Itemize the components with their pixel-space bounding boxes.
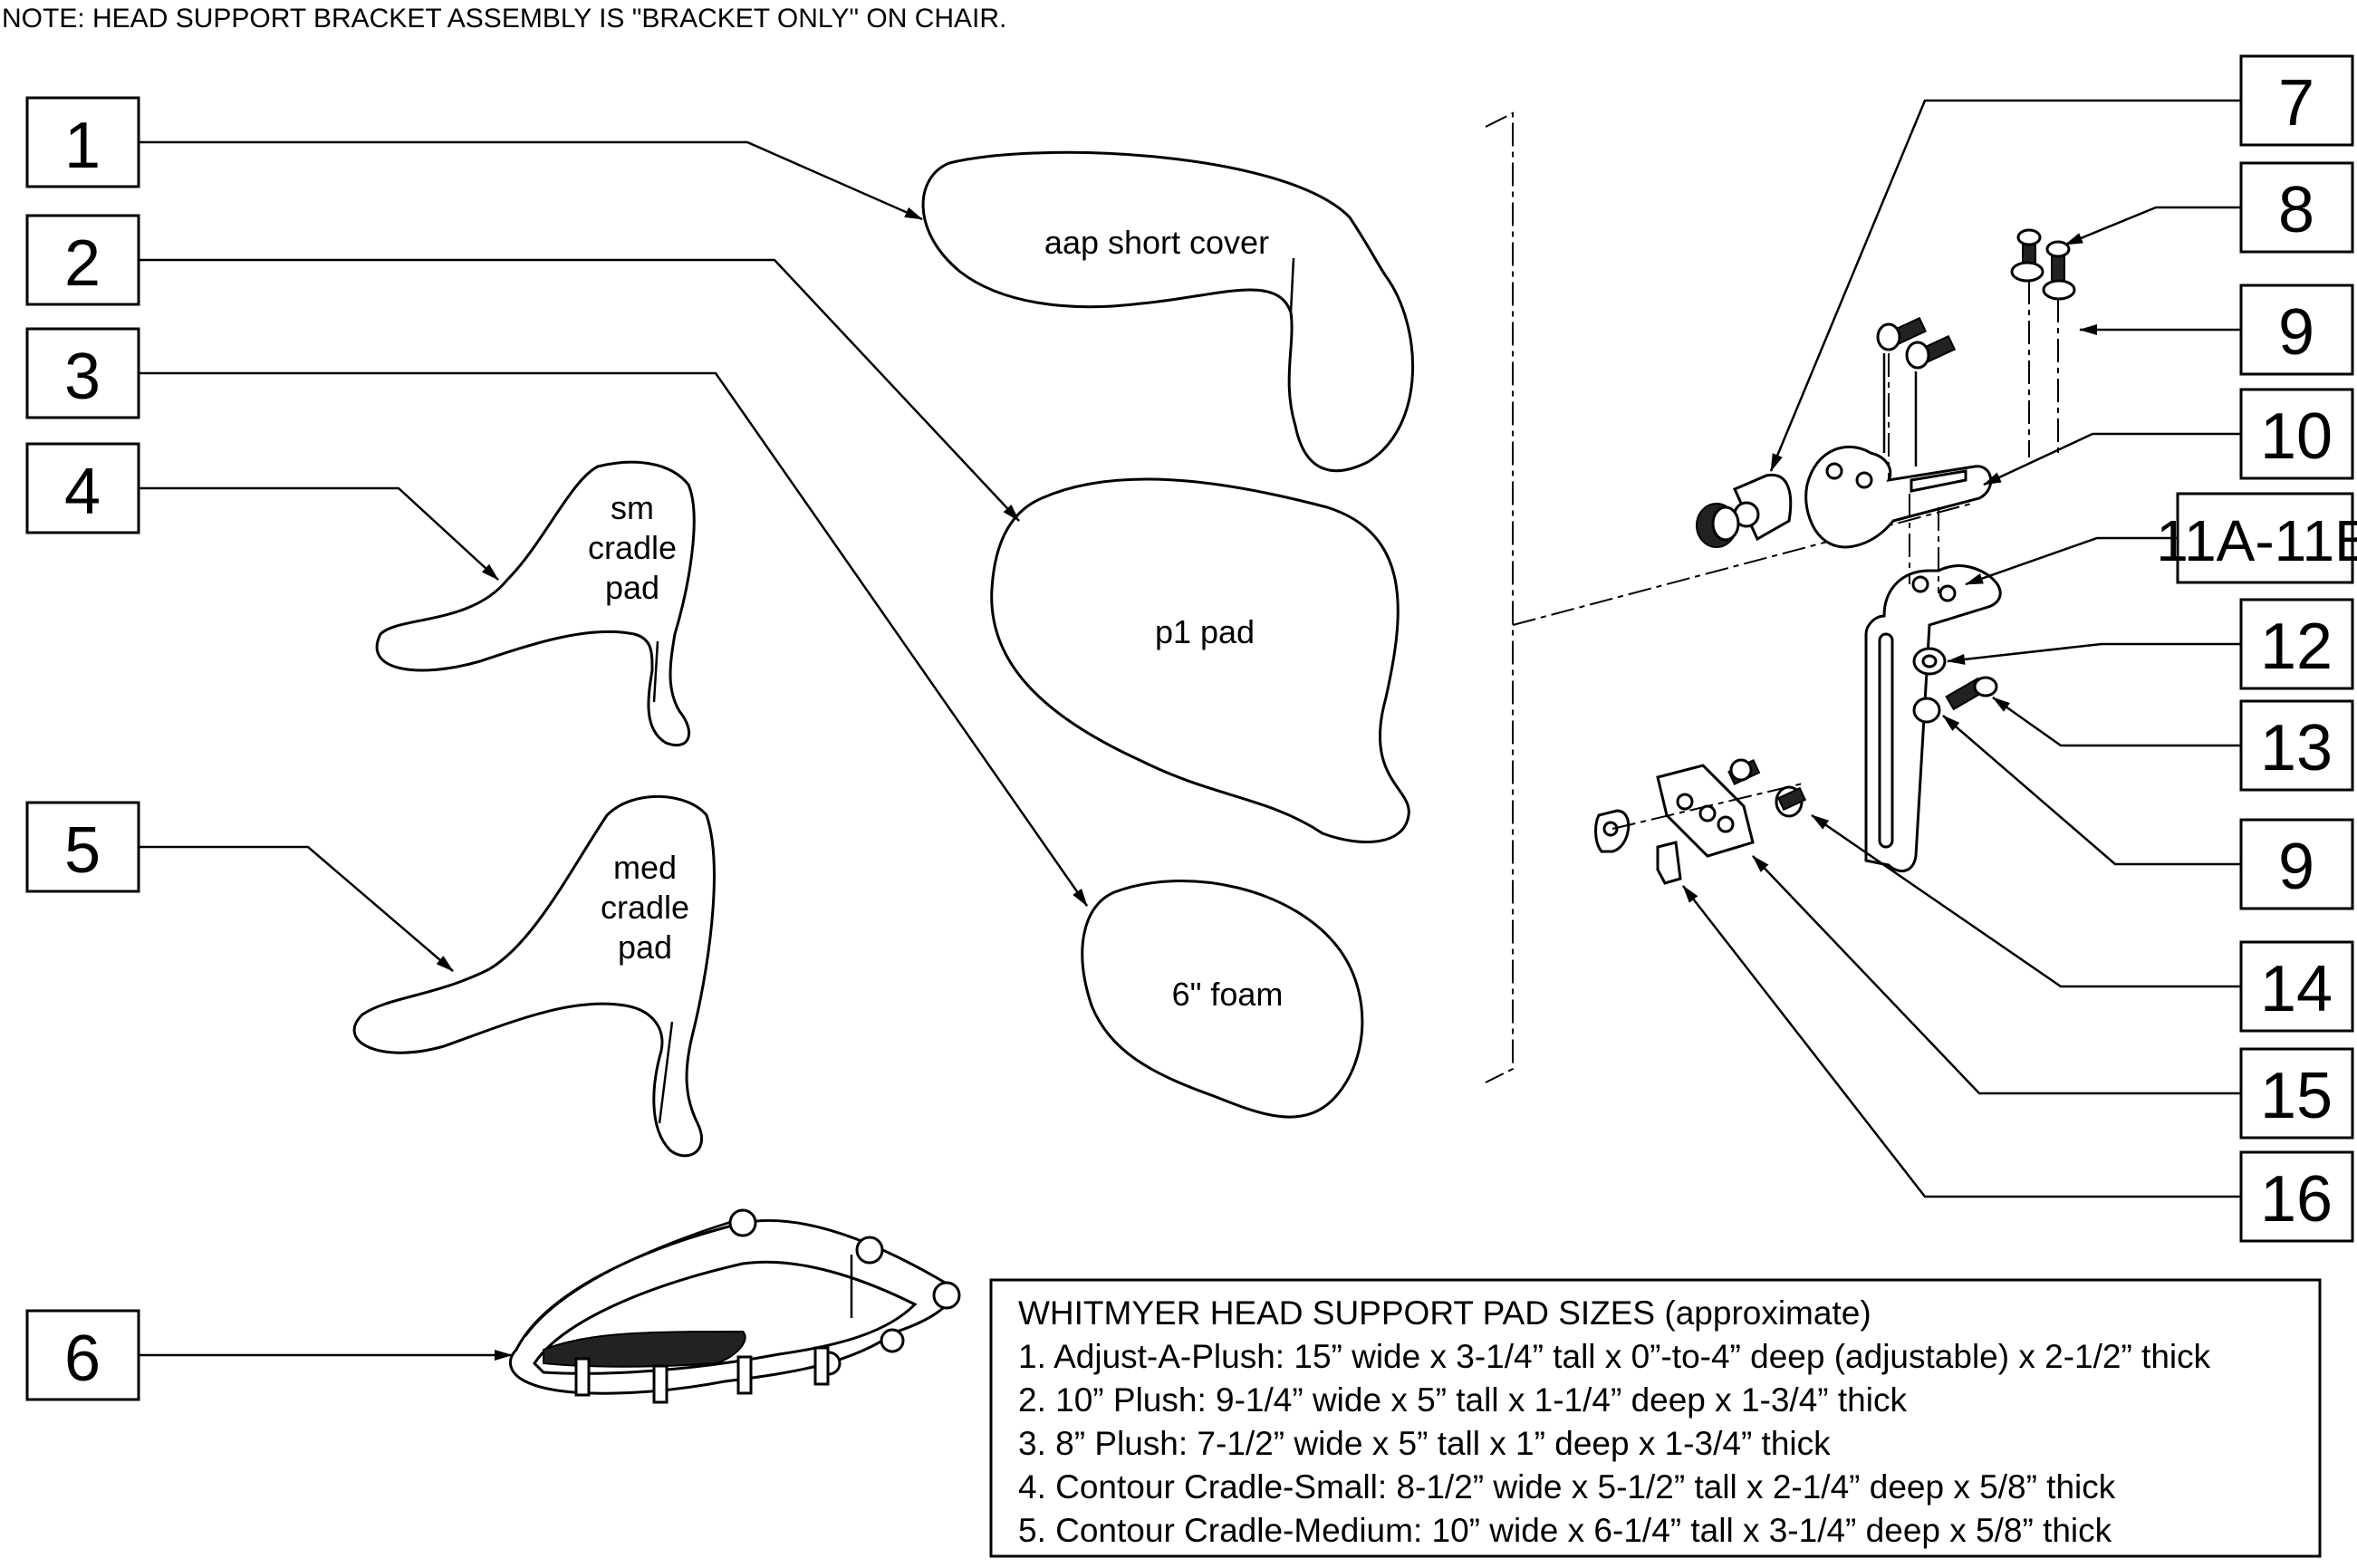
callout-1: 1	[25, 96, 140, 188]
svg-text:1: 1	[64, 110, 101, 182]
svg-text:12: 12	[2260, 611, 2333, 683]
callout-2: 2	[25, 214, 140, 306]
sm-cradle-label-2: cradle	[588, 529, 677, 566]
pad-size-table: WHITMYER HEAD SUPPORT PAD SIZES (approxi…	[989, 1278, 2322, 1558]
svg-text:11A-11B: 11A-11B	[2156, 508, 2357, 573]
bracket-assembly	[1594, 228, 2076, 885]
svg-text:2: 2	[64, 227, 101, 300]
callout-6: 6	[25, 1309, 140, 1401]
med-cradle-pad: med cradle pad	[352, 794, 716, 1158]
group-bracket-line	[1485, 111, 1514, 1083]
pad-size-row-4: 4. Contour Cradle-Small: 8-1/2” wide x 5…	[1018, 1468, 2116, 1505]
callout-14: 14	[2239, 940, 2354, 1033]
six-inch-foam-pad: 6" foam	[1081, 880, 1364, 1119]
bracket-note: NOTE: HEAD SUPPORT BRACKET ASSEMBLY IS "…	[2, 4, 1006, 34]
svg-text:6: 6	[64, 1323, 101, 1395]
l-bracket-washer	[1912, 647, 1947, 676]
callout-15: 15	[2239, 1047, 2354, 1140]
callout-4: 4	[25, 442, 140, 534]
pad-size-row-3: 3. 8” Plush: 7-1/2” wide x 5” tall x 1” …	[1018, 1425, 1831, 1462]
svg-text:14: 14	[2260, 953, 2333, 1025]
pad-size-row-1: 1. Adjust-A-Plush: 15” wide x 3-1/4” tal…	[1018, 1338, 2211, 1375]
callout-16: 16	[2239, 1150, 2354, 1243]
head-support-band	[508, 1208, 961, 1404]
pad-size-row-2: 2. 10” Plush: 9-1/4” wide x 5” tall x 1-…	[1018, 1381, 1907, 1419]
med-cradle-label-2: cradle	[601, 889, 689, 926]
pad-size-table-title: WHITMYER HEAD SUPPORT PAD SIZES (approxi…	[1018, 1294, 1871, 1332]
lower-plate	[1594, 758, 1807, 885]
callout-12: 12	[2239, 598, 2354, 690]
callout-7: 7	[2239, 54, 2354, 147]
top-screws	[2010, 228, 2076, 301]
svg-text:8: 8	[2278, 174, 2314, 246]
callout-3: 3	[25, 327, 140, 419]
svg-text:7: 7	[2278, 67, 2314, 139]
upper-bracket	[1804, 445, 1993, 549]
lower-screw	[1945, 676, 1998, 711]
callout-10: 10	[2239, 388, 2354, 480]
lower-washer	[1912, 697, 1941, 724]
callout-13: 13	[2239, 699, 2354, 792]
med-cradle-label-1: med	[613, 849, 677, 886]
svg-text:9: 9	[2278, 296, 2314, 369]
sm-cradle-label-1: sm	[611, 489, 654, 526]
svg-text:10: 10	[2260, 400, 2333, 473]
svg-text:13: 13	[2260, 712, 2333, 784]
aap-short-cover-pad: aap short cover	[921, 150, 1414, 473]
svg-text:16: 16	[2260, 1163, 2333, 1236]
sm-cradle-pad: sm cradle pad	[375, 460, 696, 747]
leader-lines	[139, 99, 2241, 1361]
med-cradle-label-3: pad	[618, 928, 672, 966]
svg-text:5: 5	[64, 814, 101, 887]
six-inch-foam-label: 6" foam	[1172, 976, 1284, 1013]
upper-side-screws	[1876, 316, 1957, 467]
p1-pad-label: p1 pad	[1155, 613, 1255, 650]
sm-cradle-label-3: pad	[605, 569, 659, 606]
pad-size-row-5: 5. Contour Cradle-Medium: 10” wide x 6-1…	[1018, 1512, 2112, 1549]
p1-pad: p1 pad	[990, 477, 1410, 843]
aap-short-cover-label: aap short cover	[1044, 224, 1269, 261]
svg-text:9: 9	[2278, 831, 2314, 903]
callout-9-upper: 9	[2239, 284, 2354, 376]
callout-9-lower: 9	[2239, 818, 2354, 910]
callout-11a-11b: 11A-11B	[2156, 492, 2357, 584]
svg-text:4: 4	[64, 456, 101, 528]
callout-5: 5	[25, 801, 140, 893]
callout-8: 8	[2239, 161, 2354, 254]
l-bracket	[1864, 564, 2002, 873]
svg-text:15: 15	[2260, 1060, 2333, 1132]
mount-knob	[1696, 473, 1793, 548]
svg-text:3: 3	[64, 341, 101, 413]
